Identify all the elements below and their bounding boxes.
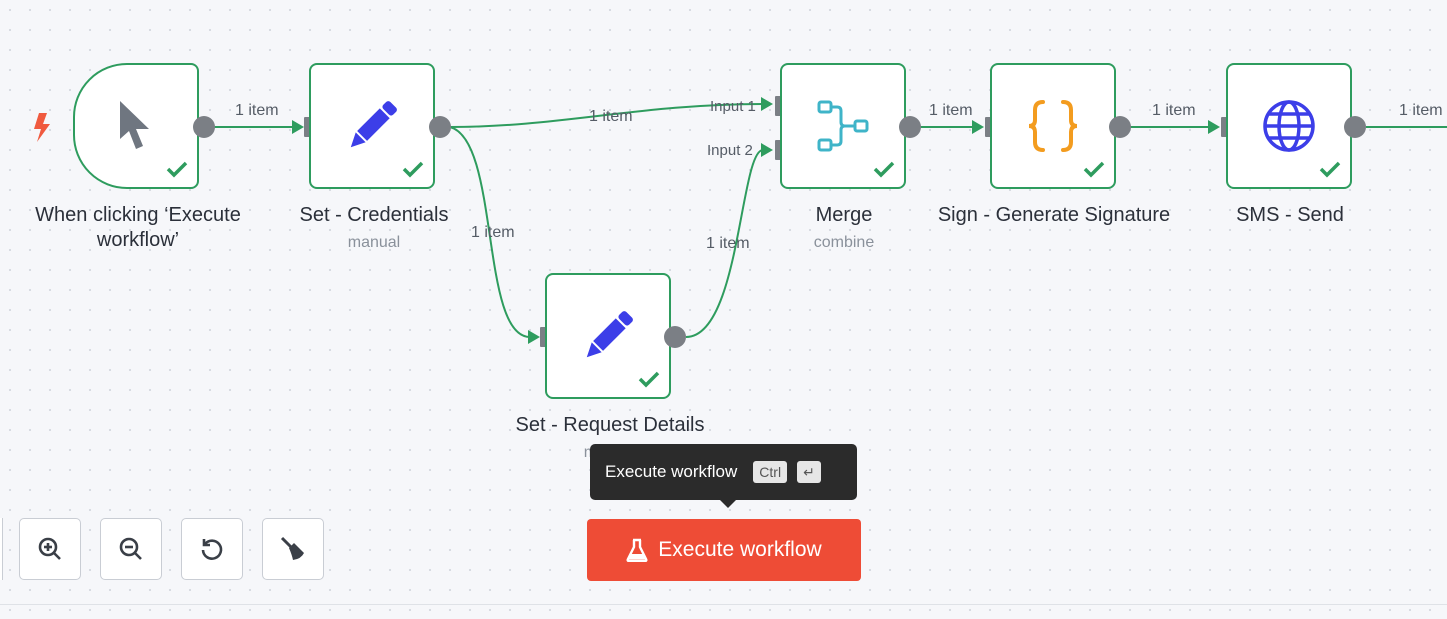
- edge-item-count: 1 item: [235, 102, 279, 119]
- output-handle[interactable]: [429, 116, 451, 138]
- node-set-request-details[interactable]: [545, 273, 671, 399]
- arrowhead: [972, 120, 984, 134]
- merge-input-label: Input 1: [710, 98, 756, 115]
- cursor-icon: [75, 65, 197, 187]
- output-handle[interactable]: [1109, 116, 1131, 138]
- arrowhead: [761, 143, 773, 157]
- reset-zoom-button[interactable]: [181, 518, 243, 580]
- success-check-icon: [873, 161, 895, 178]
- merge-input-label: Input 2: [707, 142, 753, 159]
- shortcut-key-ctrl: Ctrl: [753, 461, 788, 483]
- edge-item-count: 1 item: [1399, 102, 1443, 119]
- node-subtitle: combine: [813, 234, 875, 251]
- flask-icon: [626, 538, 648, 562]
- node-title: Sign - Generate Signature: [937, 204, 1171, 226]
- tooltip-text: Execute workflow: [605, 462, 738, 481]
- arrowhead: [1208, 120, 1220, 134]
- connection-credentials-to-merge: [449, 103, 764, 128]
- input-handle[interactable]: [540, 327, 548, 347]
- node-title: When clicking ‘Execute workflow’: [35, 204, 241, 251]
- execute-tooltip: Execute workflow Ctrl ↵: [590, 444, 857, 500]
- canvas-bottom-border: [0, 604, 1447, 605]
- input-handle[interactable]: [1221, 117, 1229, 137]
- node-title: SMS - Send: [1236, 204, 1344, 226]
- node-title: Set - Credentials: [299, 204, 449, 226]
- output-handle[interactable]: [1344, 116, 1366, 138]
- output-handle[interactable]: [193, 116, 215, 138]
- lightning-bolt-icon: [34, 113, 50, 142]
- input-handle[interactable]: [304, 117, 312, 137]
- fit-view-button[interactable]: [0, 518, 3, 580]
- node-manual-trigger[interactable]: [73, 63, 199, 189]
- success-check-icon: [166, 161, 188, 178]
- zoom-in-icon: [38, 537, 61, 560]
- input-handle-2[interactable]: [775, 140, 783, 160]
- edge-item-count: 1 item: [471, 224, 515, 241]
- node-title: Merge: [815, 204, 873, 226]
- connection-credentials-to-request: [449, 126, 531, 338]
- tooltip-arrow: [719, 499, 737, 508]
- tidy-up-icon: [280, 536, 304, 560]
- arrowhead: [528, 330, 540, 344]
- node-subtitle: manual: [347, 234, 401, 251]
- node-title: Set - Request Details: [515, 414, 705, 436]
- zoom-in-button[interactable]: [19, 518, 81, 580]
- execute-workflow-button[interactable]: Execute workflow: [587, 519, 861, 581]
- edge-item-count: 1 item: [1152, 102, 1196, 119]
- tidy-up-button[interactable]: [262, 518, 324, 580]
- edge-item-count: 1 item: [929, 102, 973, 119]
- node-sms-send[interactable]: [1226, 63, 1352, 189]
- output-handle[interactable]: [899, 116, 921, 138]
- connection-request-to-merge: [685, 149, 764, 338]
- arrowhead: [761, 97, 773, 111]
- success-check-icon: [402, 161, 424, 178]
- merge-icon: [782, 65, 904, 187]
- input-handle[interactable]: [985, 117, 993, 137]
- input-handle-1[interactable]: [775, 96, 783, 116]
- zoom-out-icon: [119, 537, 142, 560]
- output-handle[interactable]: [664, 326, 686, 348]
- reset-zoom-icon: [201, 539, 223, 560]
- edge-item-count: 1 item: [706, 235, 750, 252]
- pencil-icon: [311, 65, 433, 187]
- node-merge[interactable]: [780, 63, 906, 189]
- edge-item-count: 1 item: [589, 108, 633, 125]
- zoom-out-button[interactable]: [100, 518, 162, 580]
- execute-button-label: Execute workflow: [658, 538, 822, 561]
- node-sign-generate-signature[interactable]: [990, 63, 1116, 189]
- code-braces-icon: [992, 65, 1114, 187]
- success-check-icon: [638, 371, 660, 388]
- globe-icon: [1228, 65, 1350, 187]
- node-set-credentials[interactable]: [309, 63, 435, 189]
- pencil-icon: [547, 275, 669, 397]
- success-check-icon: [1319, 161, 1341, 178]
- shortcut-key-enter: ↵: [797, 461, 821, 483]
- success-check-icon: [1083, 161, 1105, 178]
- arrowhead: [292, 120, 304, 134]
